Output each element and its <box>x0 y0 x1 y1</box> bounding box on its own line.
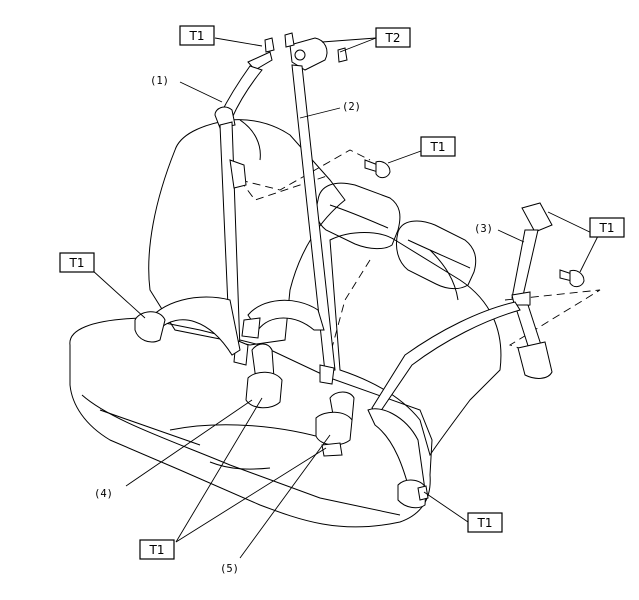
headrest-right <box>395 220 477 290</box>
seat-belt-2 <box>289 37 336 385</box>
anchor-bolt-right <box>417 485 429 501</box>
anchor-bolt-top-center <box>284 32 348 63</box>
torque-label-t2: T2 <box>375 27 411 48</box>
callout-1: (1) <box>150 75 169 87</box>
callout-3: (3) <box>474 223 493 235</box>
rear-seat-cushion <box>69 317 433 528</box>
torque-label-t1-left: T1 <box>59 252 95 273</box>
torque-label-t1-bolt: T1 <box>420 136 456 157</box>
callout-5: (5) <box>220 563 239 575</box>
bolt-icon <box>364 159 391 179</box>
torque-text: T1 <box>430 140 446 154</box>
callout-2: (2) <box>342 101 361 113</box>
bolt-icon-right <box>559 269 585 288</box>
torque-text: T1 <box>149 543 165 557</box>
seat-belt-3 <box>511 202 553 379</box>
center-lap-belt <box>241 299 325 339</box>
callout-4: (4) <box>94 488 113 500</box>
torque-text: T1 <box>599 221 615 235</box>
buckle-4 <box>245 343 283 409</box>
anchor-bolt-top-left <box>264 37 275 53</box>
torque-text: T1 <box>69 256 85 270</box>
torque-label-t1-bottom-right: T1 <box>467 512 503 533</box>
rear-seat-backrest-right <box>329 232 502 457</box>
seat-belt-1 <box>214 51 273 366</box>
buckle-5 <box>315 391 355 457</box>
leader-lines <box>91 37 599 559</box>
right-lap-belt <box>367 301 521 509</box>
headrest-center <box>316 182 401 250</box>
torque-text: T1 <box>477 516 493 530</box>
left-lap-belt <box>134 296 241 356</box>
torque-label-t1-bottom: T1 <box>139 539 175 560</box>
torque-label-t1-right: T1 <box>589 217 625 238</box>
torque-text: T1 <box>189 29 205 43</box>
torque-text: T2 <box>385 31 401 45</box>
dashed-reference-lines <box>239 149 601 356</box>
torque-label-t1-top: T1 <box>179 25 215 46</box>
